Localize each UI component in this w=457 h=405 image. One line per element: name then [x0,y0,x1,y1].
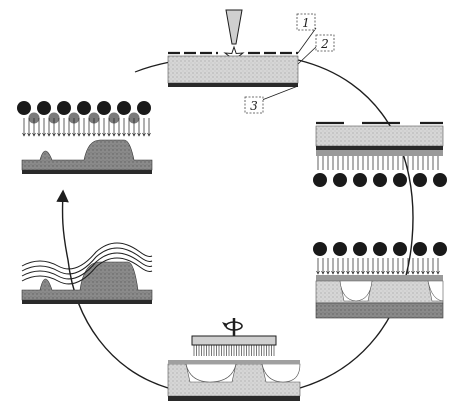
particle [77,101,91,115]
callout-3-label: 3 [250,99,258,113]
stage-5-wavy-coating [21,242,153,304]
particle [17,101,31,115]
particle [433,242,447,256]
stage-6-particle-assembly [17,101,153,174]
particle [353,242,367,256]
molecule-array-down [313,156,447,187]
particle [137,101,151,115]
particle [117,101,131,115]
particle [37,101,51,115]
callout-1-label: 1 [302,16,310,30]
particle [433,173,447,187]
molecule-array-up-mixed [17,101,151,137]
stage-1-laser-exposure [167,9,317,101]
molecule-array-up [313,242,447,275]
particle [333,173,347,187]
particle [353,173,367,187]
particle [413,242,427,256]
particle [313,242,327,256]
particle [313,173,327,187]
laser-beam-icon [225,9,243,45]
callout-2: 2 [315,34,335,52]
particle [97,101,111,115]
particle [333,242,347,256]
particle [57,101,71,115]
particle [373,173,387,187]
callout-1: 1 [296,13,316,31]
stage-2-particle-layer-below [313,121,447,187]
particle [393,242,407,256]
rotate-icon [222,318,243,336]
particle [393,173,407,187]
particle [413,173,427,187]
callout-3: 3 [244,96,264,114]
brush-bristles [193,345,275,356]
stage-4-polishing [167,318,301,401]
particle [373,242,387,256]
callout-2-label: 2 [320,37,329,51]
stage-3-particle-layer-above [313,242,447,319]
